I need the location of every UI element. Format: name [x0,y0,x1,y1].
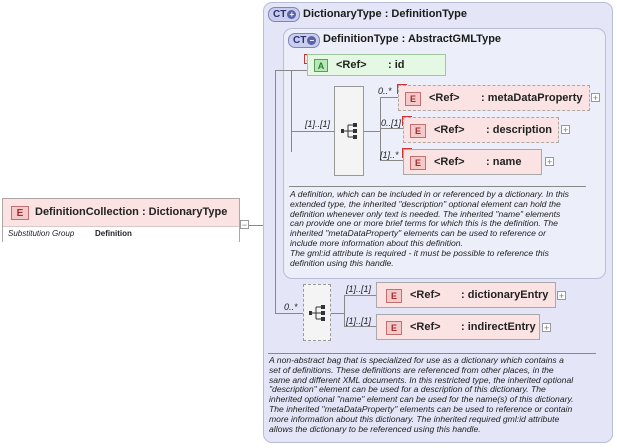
element-name: : metaDataProperty [481,92,583,104]
element-name: : name [486,156,522,168]
doc-line: A non-abstract bag that is specialized f… [269,355,564,365]
sequence-cardinality: [1]..[1] [305,119,331,129]
expand-icon[interactable]: + [545,157,554,167]
element-badge: E [410,124,426,138]
collapse-icon[interactable]: − [240,220,249,230]
connector-line [249,225,263,226]
dictionarytype-title: DictionaryType : DefinitionType [303,8,467,20]
element-cardinality: [1]..[1] [346,316,372,326]
doc-line: more information about this dictionary. … [269,413,560,424]
element-metadataproperty[interactable]: E <Ref> : metaDataProperty [398,85,590,111]
doc-line: definition using this handle. [290,257,394,268]
doc-line: inherited "metaDataProperty" elements ca… [290,228,546,239]
choice-cardinality: 0..* [284,302,298,312]
connector-line [275,70,276,313]
expand-icon[interactable]: + [591,93,600,103]
connector-line [291,131,334,132]
connector-line [291,70,292,152]
doc-line: definition whenever only text is needed.… [290,208,561,219]
connector-line [275,313,303,314]
expand-icon[interactable]: + [557,291,566,301]
element-badge: E [386,289,402,303]
ct-badge-inner[interactable]: CT− [288,33,321,48]
element-badge: E [405,92,421,106]
expand-icon[interactable]: + [561,125,570,135]
sequence-compositor[interactable] [303,284,331,341]
ct-badge-label: CT [293,35,307,46]
doc-line: same and different XML documents. In thi… [269,374,574,385]
element-ref: <Ref> [434,124,465,136]
connector-line [344,295,345,326]
element-indirectentry[interactable]: E <Ref> : indirectEntry [376,314,540,340]
attribute-badge: A [314,59,328,72]
connector-line [331,313,344,314]
attribute-name: : id [388,59,405,71]
doc-line: The inherited "metaDataProperty" element… [269,403,573,414]
element-badge: E [410,156,426,170]
doc-divider [268,353,596,354]
element-ref: <Ref> [434,156,465,168]
substitution-group-label: Substitution Group [8,229,75,238]
expand-icon[interactable]: + [542,323,551,333]
collapse-icon: − [307,36,317,45]
element-cardinality: [1]..[1] [346,284,372,294]
doc-divider [289,186,586,187]
connector-line [380,160,403,161]
connector-line [380,97,398,98]
expand-icon: + [287,10,297,19]
root-element-defcollection[interactable]: E DefinitionCollection : DictionaryType … [2,198,240,242]
element-name: : indirectEntry [461,321,536,333]
connector-line [344,295,376,296]
root-element-title: DefinitionCollection : DictionaryType [35,206,228,218]
doc-line: include more information about this defi… [290,237,463,248]
element-name-box[interactable]: E <Ref> : name [403,149,542,175]
element-ref: <Ref> [410,321,441,333]
dictionarytype-documentation: A non-abstract bag that is specialized f… [269,355,609,434]
doc-line: "description" element can be used for a … [269,384,546,395]
connector-line [344,326,376,327]
doc-line: can provide one or more brief terms for … [290,218,558,229]
element-name: : description [486,124,553,136]
doc-line: The gml:id attribute is required - it mu… [290,247,549,258]
definitiontype-title: DefinitionType : AbstractGMLType [323,33,502,45]
doc-line: set of definitions. These definitions ar… [269,364,554,375]
substitution-group-strip: Substitution Group Definition [3,226,239,242]
doc-line: inherited optional "name" element can be… [269,394,574,405]
element-ref: <Ref> [410,289,441,301]
sequence-icon [341,123,357,139]
element-badge: E [11,206,29,220]
element-dictionaryentry[interactable]: E <Ref> : dictionaryEntry [376,282,556,308]
element-badge: E [386,321,402,335]
ct-badge[interactable]: CT+ [268,7,301,22]
element-cardinality: [1]..* [380,150,399,160]
element-ref: <Ref> [429,92,460,104]
substitution-group-value: Definition [95,229,132,238]
sequence-icon [309,305,325,321]
element-cardinality: 0..* [378,86,392,96]
connector-line [364,131,380,132]
element-cardinality: 0..[1] [381,118,402,128]
sequence-compositor[interactable] [334,86,364,176]
element-description[interactable]: E <Ref> : description [403,117,559,143]
doc-line: A definition, which can be included in o… [290,189,569,199]
element-name: : dictionaryEntry [461,289,549,301]
attribute-id[interactable]: A <Ref> : id [307,54,446,76]
attribute-ref: <Ref> [336,59,367,71]
ct-badge-label: CT [273,9,287,20]
definitiontype-documentation: A definition, which can be included in o… [290,189,600,268]
doc-line: allows the dictionary to be referenced u… [269,423,481,434]
doc-line: extended type, the inherited "descriptio… [290,198,561,209]
connector-line [380,128,403,129]
